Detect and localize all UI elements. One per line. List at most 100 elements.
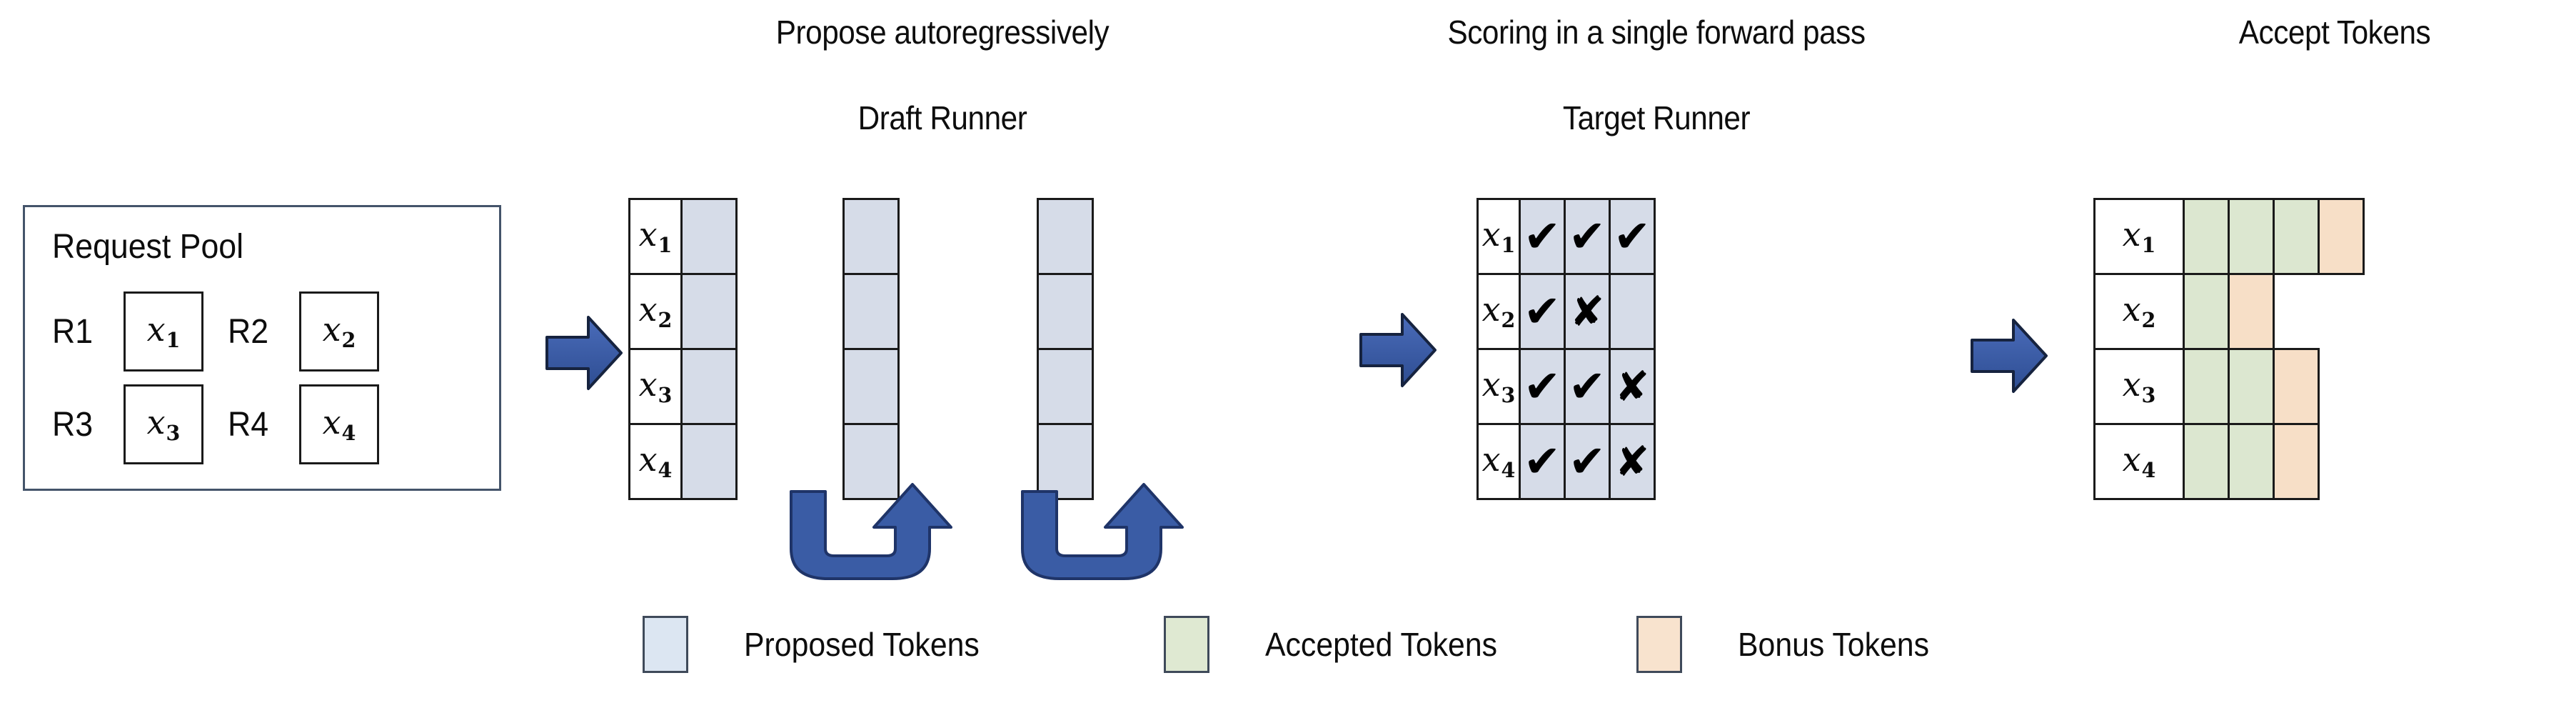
draft-runner-row: [1037, 423, 1094, 500]
legend-swatch-icon: [1164, 616, 1209, 673]
row-label-cell: x2: [628, 273, 683, 350]
token-variable: x4: [2122, 439, 2156, 482]
check-icon: ✔: [1524, 360, 1561, 412]
token-variable: x3: [146, 402, 181, 445]
score-cell-accepted: ✔: [1564, 423, 1611, 500]
request-token-box: x4: [299, 384, 379, 464]
legend-item-accepted-tokens: Accepted Tokens: [1164, 616, 1515, 673]
legend-item-bonus-tokens: Bonus Tokens: [1636, 616, 1943, 673]
token-variable: x1: [2122, 214, 2156, 257]
bonus-token-cell: [2273, 423, 2320, 500]
check-icon: ✔: [1524, 435, 1561, 487]
request-pool-title: Request Pool: [52, 228, 244, 266]
draft-runner-step-3: [1037, 198, 1094, 500]
score-cell-accepted: ✔: [1519, 198, 1566, 275]
token-variable: x2: [322, 309, 356, 352]
token-variable: x4: [322, 402, 356, 445]
token-variable: x2: [2122, 289, 2156, 332]
score-cell-rejected: ✘: [1564, 273, 1611, 350]
request-token-box: x1: [124, 291, 203, 372]
score-cell-accepted: ✔: [1519, 273, 1566, 350]
score-cell-accepted: ✔: [1519, 423, 1566, 500]
accept-tokens-row: x3: [2093, 348, 2365, 425]
check-icon: ✔: [1569, 435, 1606, 487]
heading-accept-tokens: Accept Tokens: [2238, 14, 2431, 51]
token-variable: x4: [638, 439, 673, 482]
score-cell-accepted: ✔: [1564, 348, 1611, 425]
accept-tokens-row: x4: [2093, 423, 2365, 500]
proposed-token-cell: [680, 198, 738, 275]
accept-tokens-row: x1: [2093, 198, 2365, 275]
legend-label: Bonus Tokens: [1738, 626, 1929, 663]
draft-runner-row: [842, 423, 900, 500]
legend-label: Proposed Tokens: [744, 626, 980, 663]
proposed-token-cell: [680, 423, 738, 500]
draft-runner-row: [842, 348, 900, 425]
heading-propose-autoregressively: Propose autoregressively: [775, 14, 1110, 51]
accepted-token-cell: [2228, 423, 2275, 500]
accepted-token-cell: [2183, 273, 2230, 350]
empty-cell: [2318, 423, 2365, 500]
cross-icon: ✘: [1569, 287, 1605, 336]
target-runner-grid: x1✔✔✔x2✔✘x3✔✔✘x4✔✔✘: [1476, 198, 1656, 500]
token-variable: x3: [1481, 364, 1516, 407]
accept-tokens-grid: x1 x2 x3 x4: [2093, 198, 2365, 500]
score-cell-accepted: ✔: [1564, 198, 1611, 275]
request-entry: R2 x2: [228, 291, 379, 372]
accepted-token-cell: [2273, 198, 2320, 275]
token-variable: x4: [1481, 439, 1516, 482]
request-id-label: R2: [228, 312, 269, 351]
heading-scoring-single-forward-pass: Scoring in a single forward pass: [1447, 14, 1866, 51]
row-label-cell: x4: [2093, 423, 2185, 500]
legend-item-proposed-tokens: Proposed Tokens: [643, 616, 997, 673]
draft-runner-step-2: [842, 198, 900, 500]
accepted-token-cell: [2183, 423, 2230, 500]
score-cell-rejected: ✘: [1609, 348, 1656, 425]
proposed-token-cell: [842, 198, 900, 275]
request-token-box: x2: [299, 291, 379, 372]
recurrence-arrows: [750, 472, 1249, 607]
token-variable: x2: [1481, 289, 1516, 332]
row-label-cell: x2: [1476, 273, 1521, 350]
token-variable: x3: [638, 364, 673, 407]
empty-cell: [2318, 348, 2365, 425]
accepted-token-cell: [2183, 348, 2230, 425]
cross-icon: ✘: [1614, 437, 1650, 486]
row-label-cell: x3: [1476, 348, 1521, 425]
request-id-label: R1: [52, 312, 94, 351]
bonus-token-cell: [2228, 273, 2275, 350]
proposed-token-cell: [1037, 273, 1094, 350]
target-runner-row: x3✔✔✘: [1476, 348, 1656, 425]
legend-label: Accepted Tokens: [1265, 626, 1498, 663]
legend-swatch-icon: [1636, 616, 1682, 673]
check-icon: ✔: [1614, 210, 1651, 262]
accepted-token-cell: [2228, 348, 2275, 425]
row-label-cell: x3: [2093, 348, 2185, 425]
target-runner-row: x1✔✔✔: [1476, 198, 1656, 275]
proposed-token-cell: [680, 273, 738, 350]
check-icon: ✔: [1569, 210, 1606, 262]
row-label-cell: x2: [2093, 273, 2185, 350]
legend-swatch-icon: [643, 616, 688, 673]
flow-arrow-icon: [544, 311, 624, 394]
heading-draft-runner: Draft Runner: [857, 99, 1027, 136]
token-variable: x3: [2122, 364, 2156, 407]
score-cell-accepted: ✔: [1609, 198, 1656, 275]
proposed-token-cell: [1037, 348, 1094, 425]
draft-runner-row: [1037, 273, 1094, 350]
target-runner-row: x4✔✔✘: [1476, 423, 1656, 500]
bonus-token-cell: [2273, 348, 2320, 425]
flow-arrow-icon: [1358, 309, 1438, 392]
draft-runner-row: [1037, 198, 1094, 275]
accepted-token-cell: [2183, 198, 2230, 275]
token-variable: x1: [1481, 214, 1516, 257]
empty-cell: [2318, 273, 2365, 350]
draft-runner-row: x3: [628, 348, 738, 425]
proposed-token-cell: [842, 423, 900, 500]
row-label-cell: x3: [628, 348, 683, 425]
legend: Proposed Tokens Accepted Tokens Bonus To…: [643, 616, 2213, 687]
